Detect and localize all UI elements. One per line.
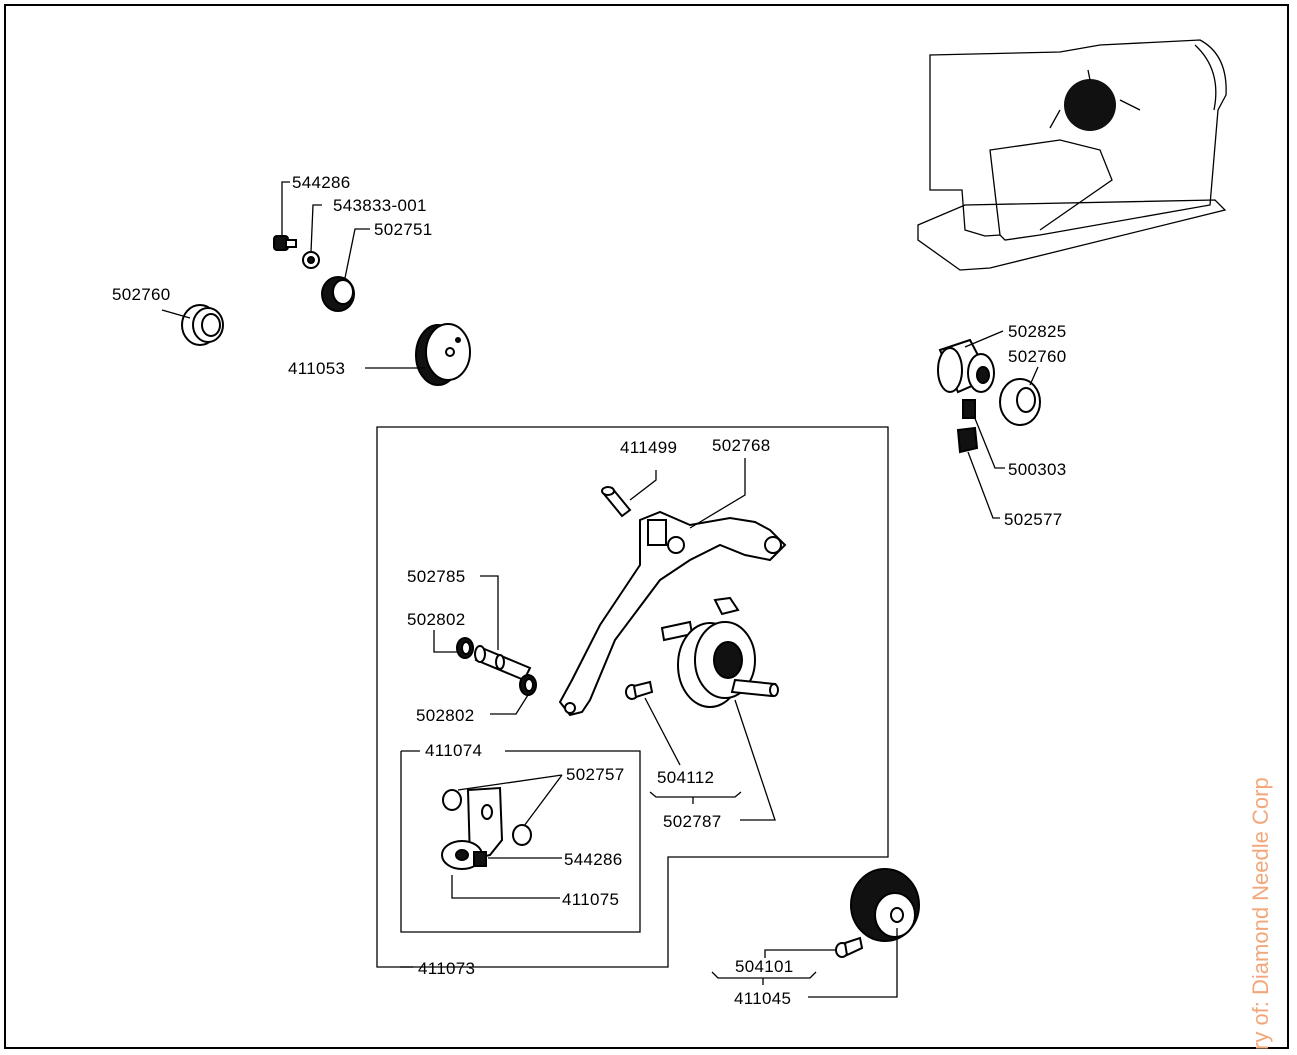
- part-pin-502785: [474, 645, 532, 682]
- label-411045: 411045: [734, 989, 791, 1008]
- part-screw-504112: [625, 680, 654, 700]
- part-gear-411045: [850, 868, 920, 942]
- label-502768: 502768: [712, 436, 771, 455]
- label-543833-001: 543833-001: [333, 196, 427, 215]
- part-bushing-502751: [321, 276, 355, 312]
- label-502760-left: 502760: [112, 285, 171, 304]
- watermark-text: ry of: Diamond Needle Corp: [1248, 777, 1273, 1050]
- label-502757: 502757: [566, 765, 625, 784]
- label-500303: 500303: [1008, 460, 1067, 479]
- part-screw-544286: [273, 235, 297, 251]
- part-bushing-502757-a: [442, 789, 462, 811]
- part-ring-502802-b: [519, 674, 537, 696]
- label-502760-right: 502760: [1008, 347, 1067, 366]
- part-disc-411053: [415, 323, 471, 386]
- part-cylinder-502825: [937, 338, 995, 394]
- label-544286-top: 544286: [292, 173, 351, 192]
- label-411073: 411073: [418, 959, 475, 978]
- label-411499: 411499: [620, 438, 677, 457]
- assembly-box-411073: [376, 426, 889, 968]
- part-bushing-502757-b: [512, 824, 532, 846]
- part-plug-502760-right: [999, 378, 1041, 426]
- part-eccentric-502787: [660, 596, 779, 708]
- part-plug-502760-left: [181, 304, 224, 346]
- label-544286-mid: 544286: [564, 850, 623, 869]
- machine-highlight-mechanism: [1064, 79, 1116, 131]
- label-411074: 411074: [425, 741, 482, 760]
- label-504101: 504101: [735, 957, 794, 976]
- part-pin-411499: [601, 486, 632, 518]
- part-washer-543833: [302, 251, 320, 269]
- part-screw-504101: [835, 936, 864, 958]
- label-502577: 502577: [1004, 510, 1063, 529]
- label-411053: 411053: [288, 359, 345, 378]
- label-502802-a: 502802: [407, 610, 466, 629]
- label-502785: 502785: [407, 567, 466, 586]
- leader-lines: [161, 181, 1039, 998]
- part-spring-500303: [962, 399, 976, 419]
- assembly-box-411074: [400, 750, 641, 933]
- part-lever-502768: [558, 510, 787, 717]
- label-504112: 504112: [657, 768, 714, 787]
- label-502802-b: 502802: [416, 706, 475, 725]
- label-411075: 411075: [562, 890, 619, 909]
- sewing-machine-outline: [917, 39, 1227, 271]
- page-border: [4, 4, 1289, 1049]
- label-502787: 502787: [663, 812, 722, 831]
- label-502825: 502825: [1008, 322, 1067, 341]
- label-502751: 502751: [374, 220, 433, 239]
- part-plug-502577: [956, 426, 979, 454]
- part-ring-502802-a: [456, 637, 474, 659]
- part-link-411075: [441, 786, 504, 870]
